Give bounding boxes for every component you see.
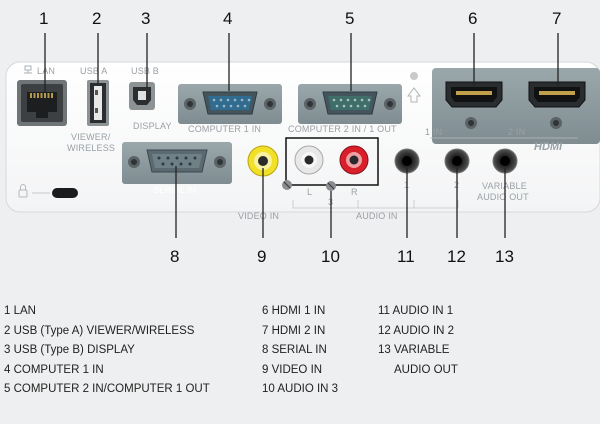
- legend-item: 13 VARIABLE: [378, 344, 450, 357]
- video-in-label: VIDEO IN: [238, 211, 279, 221]
- audio-in-2-port: [444, 148, 470, 174]
- usb-a-port: [87, 80, 109, 126]
- computer-2-in-1-out-label: COMPUTER 2 IN / 1 OUT: [288, 124, 397, 134]
- callout-4: 4: [223, 9, 232, 28]
- hdmi-2-in-port: [528, 81, 586, 129]
- usb-b-port: [129, 82, 155, 110]
- legend-item: 7 HDMI 2 IN: [262, 324, 326, 337]
- legend-item: 9 VIDEO IN: [262, 363, 323, 376]
- legend-item: 2 USB (Type A) VIEWER/WIRELESS: [4, 324, 195, 337]
- audio-in-3-left-port: [294, 145, 324, 175]
- usb-a-panel-label: USB A: [80, 66, 108, 76]
- hdmi-logo: HDMI: [534, 141, 563, 153]
- legend-item: 10 AUDIO IN 3: [262, 383, 339, 396]
- audio-in-3-l-label: L: [307, 187, 312, 197]
- computer-1-in-port: [178, 84, 282, 124]
- usb-b-panel-label: USB B: [131, 66, 159, 76]
- leader-lines: [44, 33, 559, 238]
- network-icon: [24, 65, 32, 74]
- callout-11: 11: [397, 247, 415, 266]
- legend-column-1: 1 LAN 2 USB (Type A) VIEWER/WIRELESS 3 U…: [4, 302, 210, 400]
- legend-item: 11 AUDIO IN 1: [378, 305, 454, 317]
- callout-7: 7: [552, 9, 561, 28]
- callout-2: 2: [92, 9, 101, 28]
- display-panel-label: DISPLAY: [133, 121, 172, 131]
- legend-item: AUDIO OUT: [394, 363, 458, 376]
- callout-13: 13: [495, 247, 514, 266]
- audio-in-bracket: [292, 200, 459, 209]
- callout-9: 9: [257, 247, 266, 266]
- legend-item: 8 SERIAL IN: [262, 344, 327, 357]
- computer-2-in-1-out-port: [298, 84, 402, 124]
- up-arrow-icon: [407, 72, 421, 103]
- callout-6: 6: [468, 9, 477, 28]
- callout-5: 5: [345, 9, 354, 28]
- audio-out-label: AUDIO OUT: [477, 192, 529, 202]
- legend-item: 12 AUDIO IN 2: [378, 324, 455, 337]
- audio-in-3-r-label: R: [351, 187, 358, 197]
- hdmi-1-in-label: 1 IN: [425, 127, 442, 137]
- hdmi-block: [432, 68, 600, 144]
- hdmi-2-in-label: 2 IN: [508, 127, 525, 137]
- legend-item: 6 HDMI 1 IN: [262, 305, 326, 317]
- legend-item: 4 COMPUTER 1 IN: [4, 363, 104, 376]
- audio-in-label: AUDIO IN: [356, 211, 398, 221]
- projector-rear-panel-diagram: LAN USB A VIEWER/ WIRELESS USB B DISPLAY…: [5, 9, 600, 266]
- panel-screw: [326, 181, 336, 191]
- audio-in-3-right-port: [339, 145, 369, 175]
- lan-panel-label: LAN: [37, 66, 55, 76]
- legend-item: 3 USB (Type B) DISPLAY: [4, 344, 135, 357]
- serial-in-port: [122, 142, 232, 184]
- legend-column-3: 11 AUDIO IN 1 12 AUDIO IN 2 13 VARIABLE …: [378, 302, 458, 380]
- callout-12: 12: [447, 247, 466, 266]
- panel-screw: [282, 180, 292, 190]
- viewer-wireless-label-1: VIEWER/: [71, 132, 111, 142]
- serial-in-label: SERIAL IN: [153, 185, 196, 195]
- callout-3: 3: [141, 9, 150, 28]
- callout-1: 1: [39, 9, 48, 28]
- hdmi-1-in-port: [445, 81, 503, 129]
- callout-10: 10: [321, 247, 340, 266]
- legend-item: 5 COMPUTER 2 IN/COMPUTER 1 OUT: [4, 383, 210, 396]
- audio-in-1-port: [394, 148, 420, 174]
- callout-numbers: 1 2 3 4 5 6 7 8 9 10 11 12 13: [39, 9, 561, 266]
- security-lock-icon: [18, 184, 78, 198]
- legend-item: 1 LAN: [4, 305, 36, 317]
- lan-port: [17, 80, 67, 126]
- viewer-wireless-label-2: WIRELESS: [67, 143, 115, 153]
- computer-1-in-label: COMPUTER 1 IN: [188, 124, 261, 134]
- legend-column-2: 6 HDMI 1 IN 7 HDMI 2 IN 8 SERIAL IN 9 VI…: [262, 302, 338, 400]
- callout-8: 8: [170, 247, 179, 266]
